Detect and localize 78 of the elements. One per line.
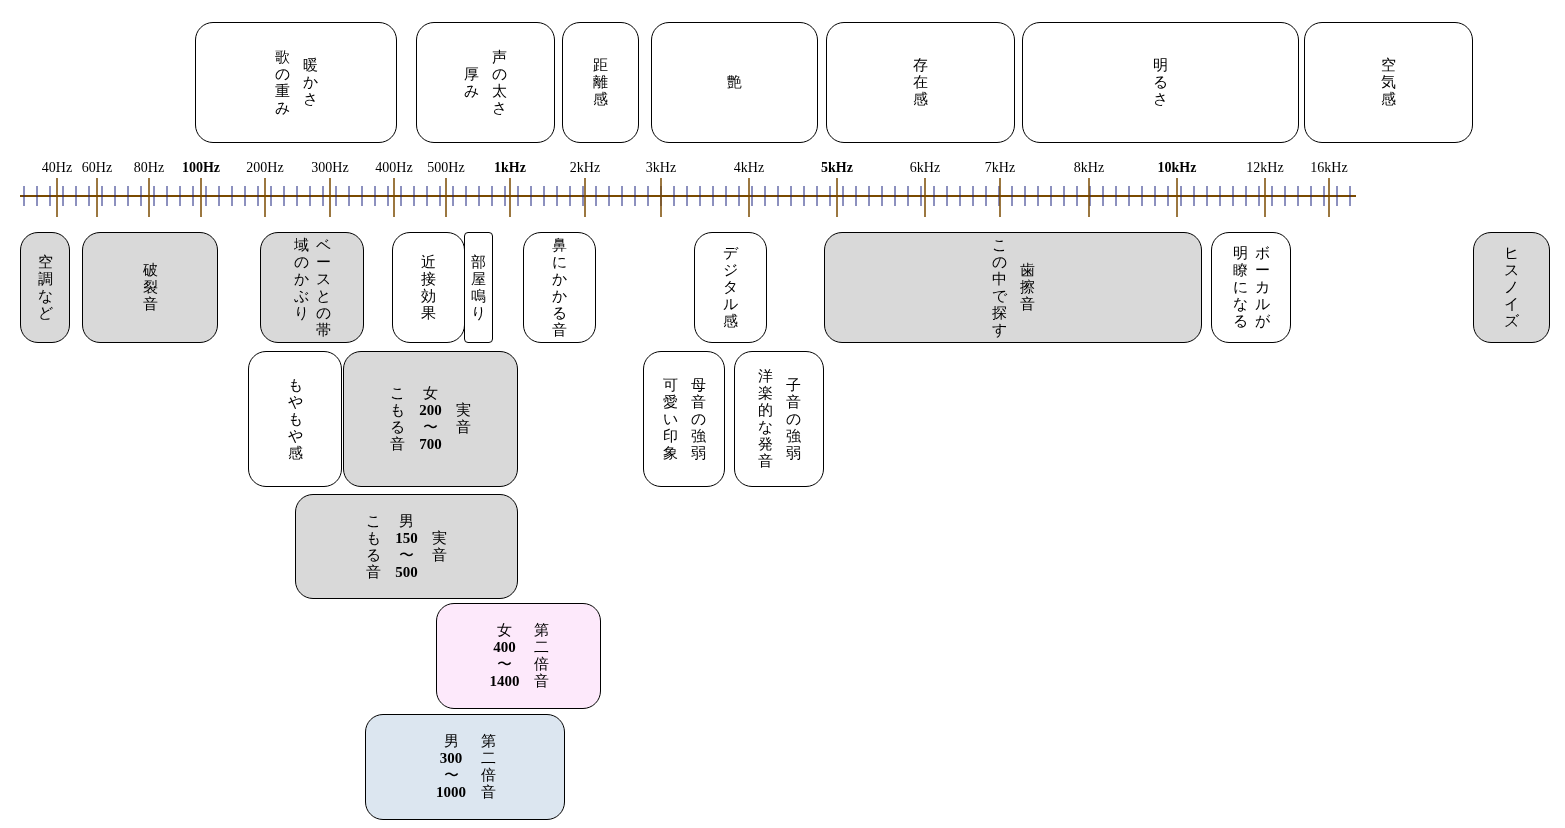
band-label: 実音 [431, 529, 448, 564]
band-box [365, 714, 565, 820]
band-box [260, 232, 364, 343]
band-label: ヒスノイズ [1503, 245, 1520, 330]
frequency-label: 10kHz [1157, 160, 1197, 176]
band-label: 男300〜1000 [435, 733, 467, 801]
band-box [643, 351, 725, 487]
band-label: ボーカルが明瞭になる [1232, 245, 1270, 330]
band-label: 母音の強弱 [690, 376, 706, 462]
band-label: ベースとの帯域のかぶり [293, 236, 331, 339]
band-box [651, 22, 818, 143]
frequency-label: 2kHz [569, 160, 601, 176]
band-label: 歯擦音 [1019, 262, 1035, 313]
band-label: 声の太さ [491, 48, 508, 117]
band-label: 実音 [455, 402, 472, 436]
frequency-label: 3kHz [645, 160, 677, 176]
band-label: 子音の強弱 [785, 376, 801, 462]
band-label: 厚み [463, 65, 480, 100]
band-box [826, 22, 1015, 143]
band-label: 距離感 [592, 57, 609, 108]
frequency-label: 6kHz [909, 160, 941, 176]
band-label: この中で探す [991, 236, 1007, 339]
band-label: 破裂音 [142, 262, 158, 313]
band-label: 暖かさ [302, 57, 318, 108]
band-box [392, 232, 465, 343]
frequency-label: 5kHz [821, 160, 853, 176]
band-box [734, 351, 824, 487]
band-box [694, 232, 767, 343]
band-box [82, 232, 218, 343]
frequency-label: 300Hz [311, 160, 349, 176]
band-box [195, 22, 397, 143]
frequency-label: 100Hz [181, 160, 221, 176]
frequency-label: 4kHz [733, 160, 765, 176]
band-box [1211, 232, 1291, 343]
band-label: こもる音 [389, 385, 406, 453]
band-box [248, 351, 342, 487]
frequency-label: 16kHz [1310, 160, 1348, 176]
frequency-label: 400Hz [375, 160, 413, 176]
band-box [1473, 232, 1550, 343]
band-box [464, 232, 493, 343]
band-label: 第二倍音 [533, 622, 550, 690]
band-label: 近接効果 [420, 253, 437, 322]
band-label: もやもや感 [287, 376, 303, 462]
frequency-label: 40Hz [41, 160, 73, 176]
band-box [295, 494, 518, 599]
frequency-label: 80Hz [133, 160, 165, 176]
band-box [20, 232, 70, 343]
frequency-label: 12kHz [1246, 160, 1284, 176]
band-label: 洋楽的な発音 [757, 368, 773, 470]
frequency-label: 1kHz [494, 160, 526, 176]
band-label: 明るさ [1152, 57, 1169, 108]
band-label: 存在感 [912, 57, 929, 108]
band-label: 女400〜1400 [488, 622, 521, 690]
frequency-label: 60Hz [81, 160, 113, 176]
band-label: デジタル感 [722, 245, 739, 330]
band-box [343, 351, 518, 487]
band-label: 鼻にかかる音 [551, 236, 568, 339]
band-label: こもる音 [365, 512, 382, 581]
band-box [824, 232, 1202, 343]
band-label: 男150〜500 [394, 512, 419, 581]
frequency-label: 8kHz [1073, 160, 1105, 176]
band-label: 部屋鳴り [470, 253, 487, 322]
band-box [436, 603, 601, 709]
band-label: 空気感 [1380, 57, 1397, 108]
band-label: 歌の重み [274, 48, 290, 117]
band-label: 第二倍音 [480, 733, 496, 801]
band-label: 可愛い印象 [662, 376, 678, 462]
band-label: 艶 [726, 74, 743, 91]
band-box [1022, 22, 1299, 143]
band-box [416, 22, 555, 143]
band-label: 空調など [37, 253, 53, 322]
band-label: 女200〜700 [418, 385, 443, 453]
band-box [562, 22, 639, 143]
frequency-label: 500Hz [427, 160, 465, 176]
frequency-label: 7kHz [984, 160, 1016, 176]
band-box [1304, 22, 1473, 143]
frequency-label: 200Hz [246, 160, 284, 176]
band-box [523, 232, 596, 343]
